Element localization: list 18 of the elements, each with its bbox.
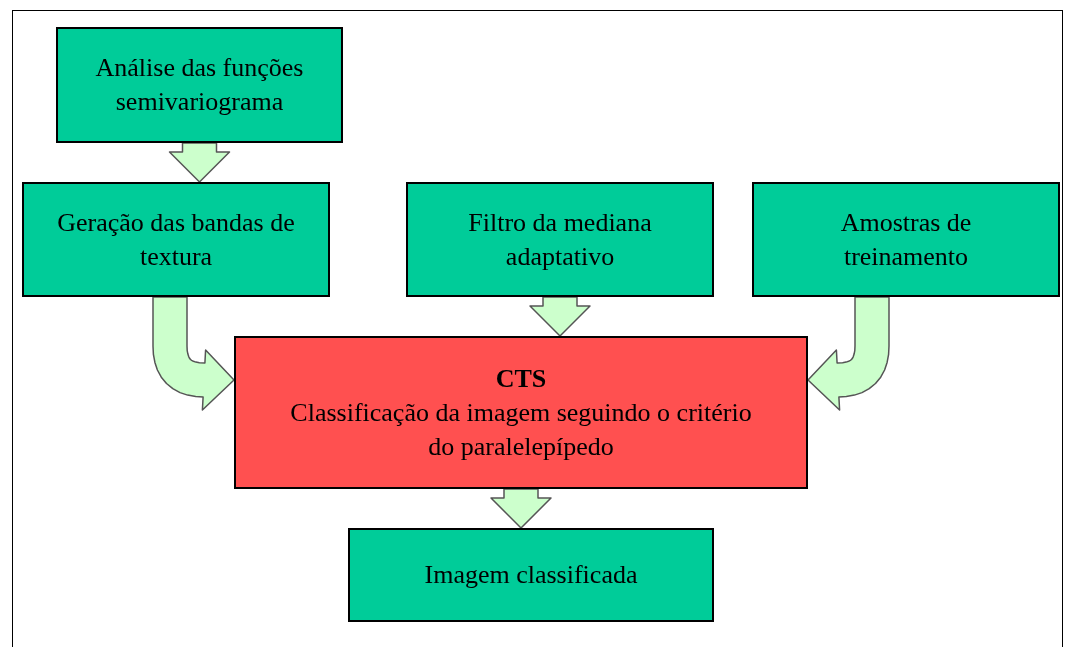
- box-text: Filtro da mediana adaptativo: [467, 206, 653, 273]
- block-arrow: [807, 296, 890, 411]
- block-arrow: [152, 296, 235, 411]
- classification-box: [234, 336, 808, 489]
- block-arrow: [529, 296, 591, 337]
- process-box: [406, 182, 714, 297]
- block-arrow: [490, 488, 552, 529]
- box-text: Imagem classificada: [424, 559, 638, 591]
- box-text: Amostras de treinamento: [839, 206, 973, 273]
- process-box: [56, 27, 343, 143]
- block-arrow: [168, 142, 231, 183]
- box-text: Classificação da imagem seguindo o critério do paralelepípedo: [289, 396, 753, 463]
- process-box: [348, 528, 714, 622]
- box-text: Geração das bandas de textura: [56, 206, 296, 273]
- box-heading: CTS: [495, 362, 547, 395]
- process-box: [752, 182, 1060, 297]
- process-box: [22, 182, 330, 297]
- box-text: Análise das funções semivariograma: [94, 52, 305, 118]
